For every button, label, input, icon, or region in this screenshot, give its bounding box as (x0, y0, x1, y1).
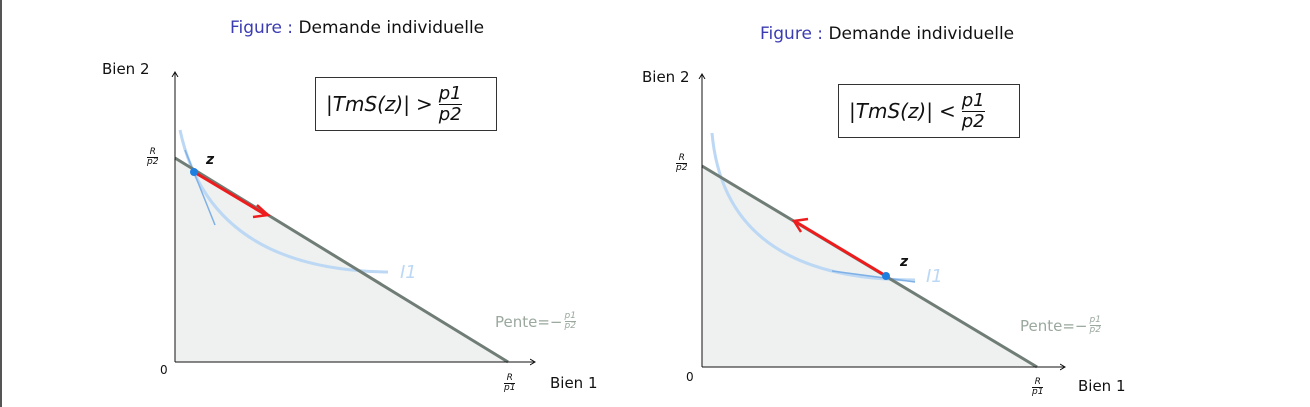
demand-shift-arrow (795, 220, 887, 278)
point-z-label: z (206, 152, 215, 168)
indifference-curve-label: I1 (400, 262, 417, 283)
diagram-canvas-2 (610, 0, 1190, 407)
budget-line (174, 156, 509, 364)
x-axis-label: Bien 1 (550, 374, 598, 392)
tangent-line (831, 270, 916, 283)
demand-shift-arrowhead (252, 204, 271, 219)
indifference-curve-label: I1 (926, 266, 943, 287)
diagram-canvas-1 (80, 0, 660, 407)
y-axis-label: Bien 2 (642, 68, 690, 86)
demand-shift-arrowhead (791, 217, 809, 233)
point-z-label: z (900, 254, 909, 270)
origin-label: 0 (686, 370, 694, 384)
figure-title: Figure : Demande individuelle (230, 18, 485, 38)
x-axis-label: Bien 1 (1078, 377, 1126, 395)
tangent-line (184, 149, 216, 226)
figure-panel-2: Figure : Demande individuelle Bien 2 Bie… (610, 0, 1190, 407)
bundle-point-z (882, 272, 890, 280)
indifference-curve (710, 132, 916, 282)
origin-label: 0 (160, 363, 168, 377)
figure-panel-1: Figure : Demande individuelle Bien 2 Bie… (80, 0, 660, 407)
y-axis-label: Bien 2 (102, 60, 150, 78)
bundle-point-z (190, 168, 198, 176)
figure-title: Figure : Demande individuelle (760, 24, 1015, 44)
demand-shift-arrow (193, 170, 267, 217)
left-border (0, 0, 2, 407)
